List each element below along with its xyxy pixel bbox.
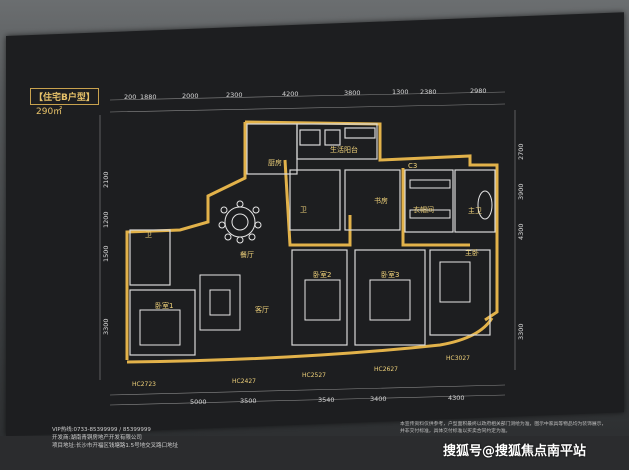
- room-bedroom2: 卧室2: [313, 271, 332, 279]
- right-dim-4: 3300: [517, 323, 525, 340]
- disclaimer-line-1: 本宣传资料仅供参考，户型面积最终以政府相关部门测绘为准，图示中家具等物品均为装饰…: [400, 422, 607, 427]
- top-dim-5: 4200: [282, 90, 299, 98]
- room-closet: 衣帽间: [413, 206, 434, 214]
- table-edge: [0, 436, 629, 470]
- bottom-dim-3: 3540: [318, 396, 335, 404]
- top-dim-4: 2300: [226, 91, 243, 99]
- interior-walls: [129, 123, 496, 356]
- room-c3: C3: [408, 162, 418, 170]
- room-master-bath: 主卫: [468, 207, 482, 215]
- window-label-2: HC2427: [232, 378, 256, 385]
- plan-area: 290㎡: [36, 107, 63, 117]
- left-dim-4: 3300: [102, 318, 110, 335]
- right-dim-1: 2700: [517, 143, 525, 160]
- top-dim-8: 2380: [420, 88, 437, 96]
- window-label-4: HC2627: [374, 366, 398, 373]
- dimension-lines: [99, 91, 516, 406]
- developer: 开发商:湖南青铜房地产开发有限公司: [52, 435, 142, 441]
- left-dim-1: 2100: [102, 171, 110, 188]
- right-dim-3: 4300: [517, 223, 525, 240]
- room-balcony: 生活阳台: [330, 146, 358, 154]
- top-dim-3: 2000: [182, 92, 199, 100]
- bottom-dim-1: 5000: [190, 398, 207, 406]
- left-dim-3: 1500: [102, 245, 110, 262]
- top-dim-7: 1300: [392, 88, 409, 96]
- window-label-1: HC2723: [132, 381, 156, 388]
- room-bedroom3: 卧室3: [381, 271, 400, 279]
- top-dim-1: 200: [124, 93, 137, 101]
- top-dim-6: 3800: [344, 89, 361, 97]
- bottom-dim-5: 4300: [448, 394, 465, 402]
- address: 项目地址:长沙市开福区钱塘路1.5号地交叉路口地址: [52, 443, 179, 449]
- window-label-3: HC2527: [302, 372, 326, 379]
- furniture: [139, 179, 493, 346]
- watermark: 搜狐号@搜狐焦点南平站: [443, 444, 587, 459]
- room-bath1: 卫: [145, 231, 152, 239]
- plan-title: 【住宅B户型】: [30, 88, 99, 105]
- room-bath2: 卫: [300, 206, 307, 214]
- room-master-bed: 主卧: [465, 249, 479, 257]
- top-dim-9: 2980: [470, 87, 487, 95]
- room-dining: 餐厅: [240, 251, 254, 259]
- right-dim-2: 3900: [517, 183, 525, 200]
- room-living: 客厅: [255, 306, 269, 314]
- dining-table: [218, 200, 262, 244]
- room-kitchen: 厨房: [268, 159, 282, 167]
- disclaimer-line-2: 并非交付标准，具体交付标准以买卖合同约定为准。: [400, 429, 511, 434]
- window-label-5: HC3027: [446, 355, 470, 362]
- left-dim-2: 1200: [102, 211, 110, 228]
- bottom-dim-4: 3400: [370, 395, 387, 403]
- room-study: 书房: [374, 197, 388, 205]
- outer-walls: [125, 120, 499, 364]
- bottom-dim-2: 3500: [240, 397, 257, 405]
- top-dim-2: 1880: [140, 93, 157, 101]
- room-bedroom1: 卧室1: [155, 302, 174, 310]
- vip-phone: VIP热线:0733-85399999 / 85399999: [52, 427, 151, 433]
